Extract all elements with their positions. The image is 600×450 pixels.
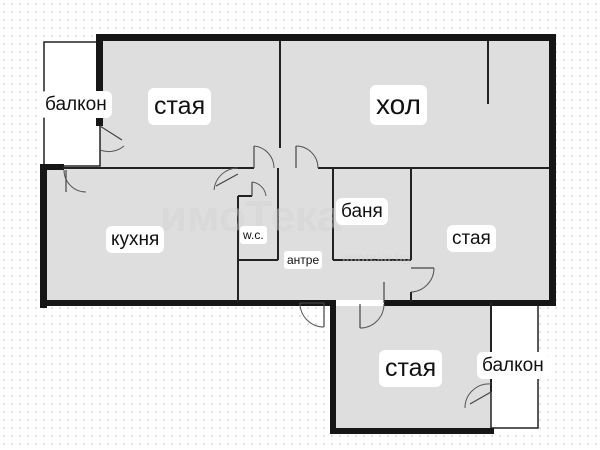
door-wc xyxy=(251,181,267,197)
label-room-bottom: стая xyxy=(379,350,443,387)
corridor-upper xyxy=(278,168,333,260)
wall-left xyxy=(40,164,47,308)
label-balcony-right: балкон xyxy=(477,352,549,379)
wall-bottom-right xyxy=(384,300,556,306)
label-bathroom: баня xyxy=(336,198,388,225)
wall-bottom-room-bottom xyxy=(330,428,494,434)
label-hall: хол xyxy=(370,85,427,125)
wall-kitchen-top xyxy=(40,164,64,170)
corridor xyxy=(238,260,412,302)
door-kitchen xyxy=(213,167,239,191)
wc-top-area xyxy=(238,168,278,196)
wall-left-upper xyxy=(96,34,103,126)
wall-bottom-room-left xyxy=(330,300,336,434)
door-balcony-left xyxy=(99,125,125,153)
label-wc: w.c. xyxy=(240,226,267,244)
door-entrance xyxy=(299,302,325,328)
label-room-right: стая xyxy=(447,225,496,252)
label-room-top-left: стая xyxy=(148,88,212,125)
wall-right-upper xyxy=(549,34,556,306)
watermark-site: imoteka.bg xyxy=(342,250,411,265)
door-room-bottom xyxy=(336,282,385,329)
door-hall xyxy=(295,145,319,169)
wall-top xyxy=(96,34,556,41)
door-room-top xyxy=(253,145,275,169)
label-kitchen: кухня xyxy=(106,226,165,253)
wall-bottom-left xyxy=(40,300,334,306)
label-balcony-left: балкон xyxy=(40,91,112,118)
door-room-right xyxy=(410,267,435,293)
door-kitchen-balcony xyxy=(63,169,87,193)
label-entrance: антре xyxy=(284,251,323,269)
door-balcony-right xyxy=(464,383,492,409)
